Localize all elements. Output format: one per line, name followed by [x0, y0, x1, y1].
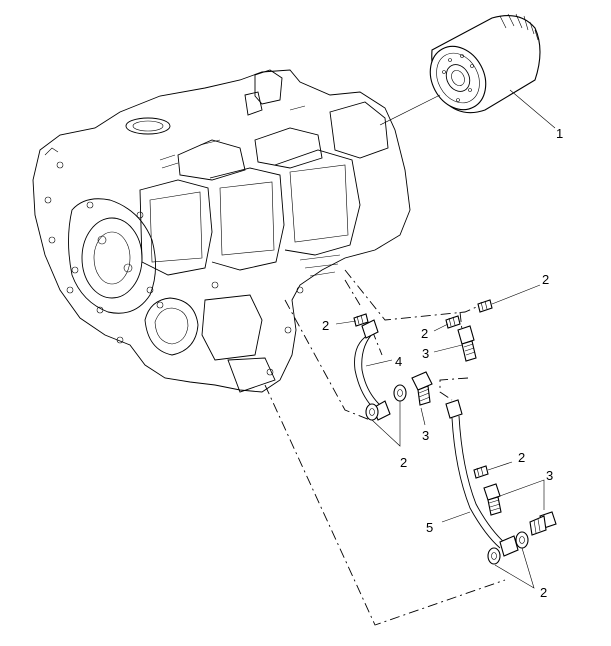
callout-bolts-lower: 3: [546, 468, 553, 483]
oil-filter: [429, 13, 541, 114]
gasket-upper-left: [353, 313, 369, 327]
washer-front-a: [365, 403, 379, 421]
oil-line-rear: [445, 399, 519, 557]
callout-washers-front: 2: [400, 455, 407, 470]
gasket-lower: [473, 465, 489, 479]
gasket-upper-right: [477, 299, 493, 313]
callout-bolt-upper: 3: [422, 346, 429, 361]
callout-leaders: [335, 284, 545, 589]
engine-crankcase: [32, 69, 411, 393]
callout-gasket-upper-right: 2: [542, 272, 549, 287]
leader-callout-1: [509, 89, 556, 129]
callout-oil-filter: 1: [556, 126, 563, 141]
gasket-upper-mid: [445, 315, 461, 329]
washer-lower-a: [487, 547, 501, 565]
bolt-lower-b: [529, 511, 557, 536]
callout-bolt-mid: 3: [422, 428, 429, 443]
leader-oil-filter-to-engine: [379, 94, 441, 126]
callout-gasket-upper-mid: 2: [421, 326, 428, 341]
callout-oil-line-front: 4: [395, 354, 402, 369]
callout-washers-lower: 2: [540, 585, 547, 600]
callout-gasket-upper-left: 2: [322, 318, 329, 333]
callout-gasket-lower: 2: [518, 450, 525, 465]
bolt-lower-a: [483, 483, 502, 516]
assembly-lines: [264, 269, 506, 626]
callout-oil-line-rear: 5: [426, 520, 433, 535]
washer-lower-b: [515, 531, 529, 549]
washer-front-b: [393, 384, 407, 402]
bolt-upper: [457, 325, 477, 362]
bolt-mid: [411, 371, 433, 406]
